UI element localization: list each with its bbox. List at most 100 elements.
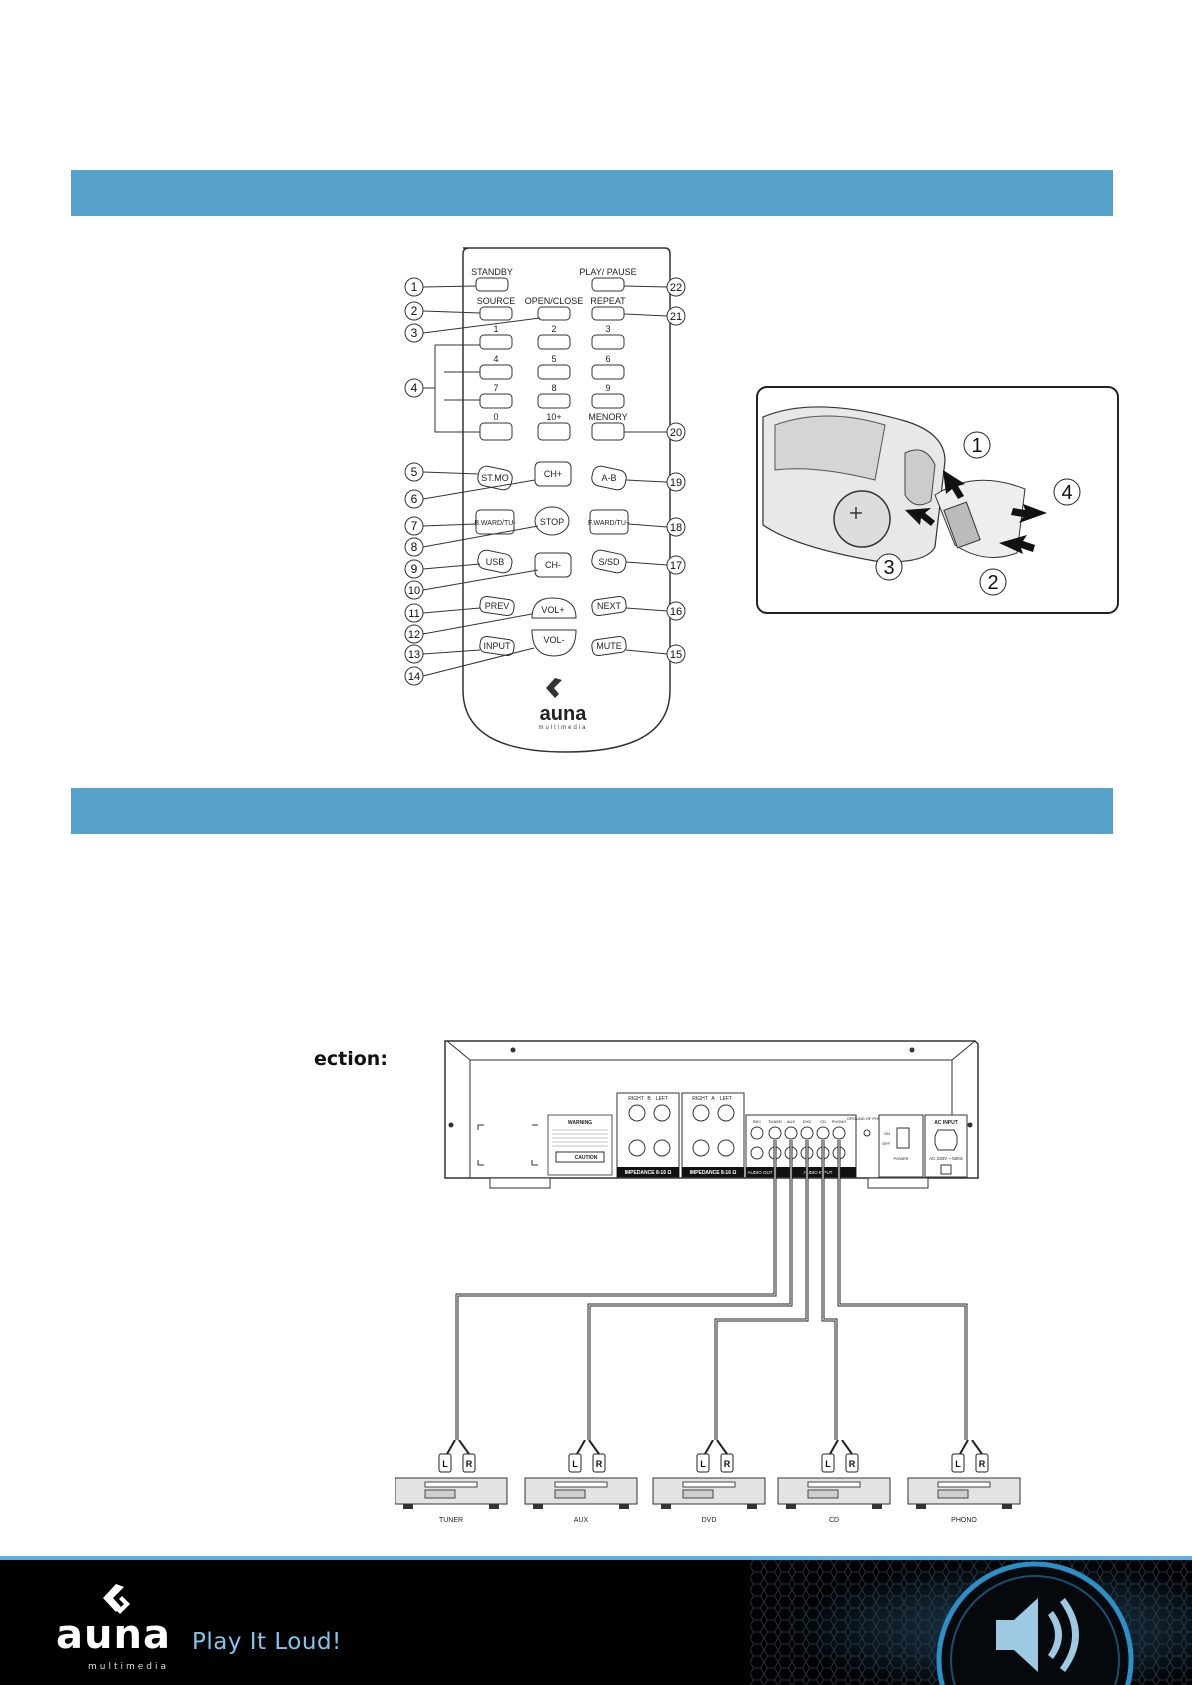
digit-0-label: 0 <box>493 412 498 422</box>
callout-11: 11 <box>408 608 419 620</box>
remote-brand: auna <box>540 703 588 725</box>
device-row: L R TUNER L R AUX <box>394 1439 1035 1540</box>
speaker-b-letter: B <box>647 1096 651 1102</box>
vol-minus-label: VOL- <box>543 635 564 645</box>
ch-minus-button[interactable]: CH- <box>534 552 572 578</box>
plug-l: L <box>700 1459 706 1469</box>
speaker-a-left: LEFT <box>720 1096 732 1102</box>
battery-replacement-diagram: 1 4 3 2 <box>756 386 1119 614</box>
plug-r: R <box>466 1459 473 1469</box>
device-cd: L R CD <box>777 1439 891 1524</box>
digit-5-button[interactable] <box>537 364 571 380</box>
digit-5-label: 5 <box>551 354 556 364</box>
open-close-button[interactable] <box>537 306 571 321</box>
ch-minus-label: CH- <box>545 560 561 570</box>
plug-l: L <box>442 1459 448 1469</box>
prev-button[interactable]: PREV <box>479 595 515 617</box>
next-button[interactable]: NEXT <box>591 595 627 617</box>
jack-dvd-label: DVD <box>803 1119 812 1124</box>
repeat-button[interactable] <box>591 306 625 321</box>
usb-button[interactable]: USB <box>476 549 513 575</box>
jack-aux-label: AUX <box>787 1119 796 1124</box>
section-header-bar-connection <box>71 788 1113 834</box>
digit-7-button[interactable] <box>479 393 513 409</box>
digit-2-label: 2 <box>551 324 556 334</box>
power-on-label: ON <box>884 1131 890 1136</box>
footer-brand: auna <box>56 1612 171 1658</box>
play-pause-label: PLAY/ PAUSE <box>579 267 636 277</box>
digit-1-label: 1 <box>493 324 498 334</box>
callout-13: 13 <box>408 649 420 661</box>
stmo-label: ST.MO <box>481 473 509 483</box>
digit-3-label: 3 <box>605 324 610 334</box>
input-label: INPUT <box>484 641 512 651</box>
callout-8: 8 <box>411 540 418 554</box>
mute-button[interactable]: MUTE <box>591 635 627 657</box>
device-aux: L R AUX <box>524 1439 638 1524</box>
step-2: 2 <box>987 572 998 594</box>
source-label: SOURCE <box>477 296 516 306</box>
prev-label: PREV <box>485 601 510 611</box>
stop-button[interactable]: STOP <box>534 506 570 536</box>
bward-button[interactable]: B.WARD/TU- <box>474 509 516 535</box>
ac-spec-label: AC 230V ~ 50Hz <box>929 1156 963 1161</box>
ch-plus-button[interactable]: CH+ <box>534 461 572 487</box>
footer-slogan: Play It Loud! <box>192 1629 342 1655</box>
plug-l: L <box>825 1459 831 1469</box>
plug-l: L <box>955 1459 961 1469</box>
digit-1-button[interactable] <box>479 334 513 350</box>
digit-4-button[interactable] <box>479 364 513 380</box>
digit-0-button[interactable] <box>479 422 513 441</box>
digit-9-button[interactable] <box>591 393 625 409</box>
amplifier-rear-panel: WARNING CAUTION IMPEDANCE 8-16 Ω RIGHT L… <box>444 1040 979 1189</box>
digit-6-button[interactable] <box>591 364 625 380</box>
callout-3: 3 <box>411 326 418 340</box>
speaker-b-left: LEFT <box>656 1096 668 1102</box>
ch-plus-label: CH+ <box>544 469 562 479</box>
source-button[interactable] <box>479 306 513 321</box>
callout-15: 15 <box>670 649 682 661</box>
stop-label: STOP <box>540 517 564 527</box>
power-off-label: OFF <box>882 1141 891 1146</box>
plug-r: R <box>849 1459 856 1469</box>
device-tuner-label: TUNER <box>439 1517 463 1524</box>
digit-6-label: 6 <box>605 354 610 364</box>
standby-button[interactable] <box>475 277 509 292</box>
device-phono: L R PHONO <box>907 1439 1021 1524</box>
impedance-a-label: IMPEDANCE 8-16 Ω <box>690 1170 737 1176</box>
callout-19: 19 <box>670 477 682 489</box>
digit-10-plus-button[interactable] <box>537 422 571 441</box>
callout-18: 18 <box>670 522 682 534</box>
plug-r: R <box>724 1459 731 1469</box>
fward-button[interactable]: F.WARD/TU+ <box>588 509 630 535</box>
remote-control-diagram: STANDBY PLAY/ PAUSE SOURCE OPEN/CLOSE RE… <box>404 247 686 753</box>
ssd-label: S/SD <box>598 557 620 567</box>
vol-plus-button[interactable]: VOL+ <box>531 597 577 619</box>
memory-button[interactable] <box>591 422 625 441</box>
device-tuner: L R TUNER <box>394 1439 508 1524</box>
audio-input-label: AUDIO INPUT <box>803 1170 832 1175</box>
footer-speaker-graphic <box>750 1560 1192 1685</box>
speaker-a-letter: A <box>711 1096 715 1102</box>
digit-4-label: 4 <box>493 354 498 364</box>
digit-8-button[interactable] <box>537 393 571 409</box>
callout-7: 7 <box>411 519 418 533</box>
ground-phono-label: GROUND OF PHONO <box>847 1116 887 1121</box>
ab-button[interactable]: A-B <box>590 465 627 492</box>
callout-6: 6 <box>411 492 418 506</box>
input-button[interactable]: INPUT <box>479 635 515 657</box>
digit-3-button[interactable] <box>591 334 625 350</box>
callout-1: 1 <box>411 280 418 294</box>
ssd-button[interactable]: S/SD <box>590 549 627 575</box>
speaker-sound-icon <box>996 1598 1079 1672</box>
speaker-b-right: RIGHT <box>628 1096 644 1102</box>
caution-label: CAUTION <box>575 1155 598 1161</box>
standby-label: STANDBY <box>471 267 513 277</box>
insert-arrow-icon <box>905 470 1047 554</box>
callout-9: 9 <box>411 562 418 576</box>
stmo-button[interactable]: ST.MO <box>476 465 513 492</box>
vol-minus-button[interactable]: VOL- <box>531 629 577 657</box>
digit-2-button[interactable] <box>537 334 571 350</box>
play-pause-button[interactable] <box>591 277 625 292</box>
callout-5: 5 <box>411 465 418 479</box>
